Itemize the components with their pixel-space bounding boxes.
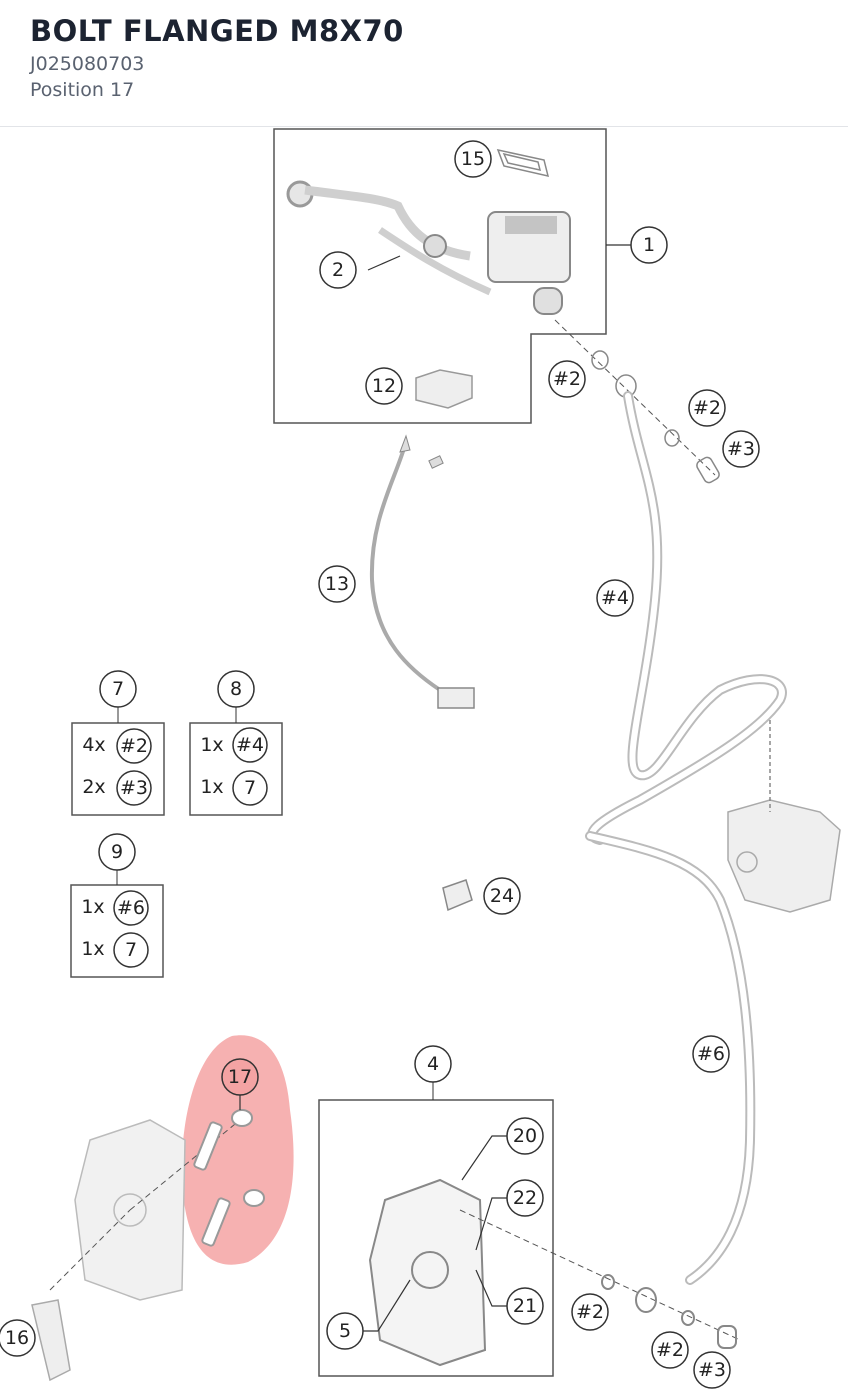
label-2: 2 [332, 259, 344, 281]
kit8-qty2: 1x [200, 776, 223, 798]
callout-h6[interactable] [692, 1035, 730, 1073]
callout-h2b[interactable] [688, 389, 726, 427]
label-h2b: #2 [693, 397, 721, 419]
kit7-ref2-circle[interactable] [116, 770, 152, 806]
selected-part-highlight [181, 1035, 294, 1265]
label-15: 15 [461, 148, 485, 170]
callout-h2a[interactable] [548, 360, 586, 398]
kit9-qty1: 1x [81, 896, 104, 918]
label-8: 8 [230, 678, 242, 700]
callout-22[interactable] [506, 1179, 544, 1217]
group-box-1 [273, 128, 607, 424]
callout-8[interactable] [217, 670, 255, 708]
label-h3a: #3 [727, 438, 755, 460]
kit8-qty1: 1x [200, 734, 223, 756]
kit7-qty1: 4x [82, 734, 105, 756]
kit8-ref2: 7 [244, 777, 256, 799]
label-1: 1 [643, 234, 655, 256]
kit9-ref2: 7 [125, 939, 137, 961]
callout-4[interactable] [414, 1045, 452, 1083]
label-h6: #6 [697, 1043, 725, 1065]
label-13: 13 [325, 573, 349, 595]
callout-12[interactable] [365, 367, 403, 405]
label-22: 22 [513, 1187, 537, 1209]
gasket-part[interactable] [496, 148, 550, 178]
part-title: BOLT FLANGED M8X70 [30, 14, 404, 48]
callout-h4[interactable] [596, 579, 634, 617]
callout-9[interactable] [98, 833, 136, 871]
position-label: Position 17 [30, 79, 135, 101]
callout-16[interactable] [0, 1319, 36, 1357]
label-24: 24 [490, 885, 514, 907]
left-caliper-part [49, 1119, 241, 1301]
callout-h3a[interactable] [722, 430, 760, 468]
label-12: 12 [372, 375, 396, 397]
callout-5[interactable] [326, 1312, 364, 1350]
callout-24[interactable] [483, 877, 521, 915]
kit7-ref1-circle[interactable] [116, 728, 152, 764]
callout-7[interactable] [99, 670, 137, 708]
label-16: 16 [5, 1327, 29, 1349]
group-box-4 [318, 1099, 554, 1377]
clip-part[interactable] [442, 879, 473, 912]
callout-20[interactable] [506, 1117, 544, 1155]
kit7-ref1: #2 [120, 735, 148, 757]
callout-15[interactable] [454, 140, 492, 178]
label-21: 21 [513, 1295, 537, 1317]
right-caliper-part [368, 1178, 741, 1367]
kit7-qty2: 2x [82, 776, 105, 798]
part-number: J025080703 [30, 53, 145, 75]
label-h4: #4 [601, 587, 629, 609]
label-h2d: #2 [656, 1339, 684, 1361]
bracket-part[interactable] [31, 1299, 71, 1382]
kit9-ref1-circle[interactable] [113, 890, 149, 926]
callout-13[interactable] [318, 565, 356, 603]
label-9: 9 [111, 841, 123, 863]
kit7-ref2: #3 [120, 777, 148, 799]
kit8-ref1: #4 [236, 734, 264, 756]
label-h3b: #3 [698, 1359, 726, 1381]
sensor-cable-part[interactable] [369, 444, 442, 692]
label-h2a: #2 [553, 368, 581, 390]
callout-2[interactable] [319, 251, 357, 289]
label-17: 17 [228, 1066, 252, 1088]
diagram-canvas: 1 2 15 12 #2 #2 #3 13 #4 7 8 9 24 #6 4 1… [0, 128, 841, 1389]
label-h2c: #2 [576, 1301, 604, 1323]
bolt-flanged-m8x70[interactable] [193, 1093, 265, 1247]
label-7: 7 [112, 678, 124, 700]
master-cylinder-part[interactable] [286, 180, 571, 315]
callout-h2d[interactable] [651, 1331, 689, 1369]
label-20: 20 [513, 1125, 537, 1147]
kit9-ref1: #6 [117, 897, 145, 919]
switch-part[interactable] [415, 369, 473, 409]
callout-1[interactable] [630, 226, 668, 264]
callout-h3b[interactable] [693, 1351, 731, 1389]
callout-21[interactable] [506, 1287, 544, 1325]
kit9-ref2-circle[interactable] [113, 932, 149, 968]
callout-h2c[interactable] [571, 1293, 609, 1331]
callout-17[interactable] [221, 1058, 259, 1096]
label-4: 4 [427, 1053, 439, 1075]
kit8-ref2-circle[interactable] [232, 770, 268, 806]
abs-unit-part [727, 720, 841, 913]
label-5: 5 [339, 1320, 351, 1342]
kit9-qty2: 1x [81, 938, 104, 960]
exploded-diagram: 1 2 15 12 #2 #2 #3 13 #4 7 8 9 24 #6 4 1… [0, 126, 848, 1390]
part-header: BOLT FLANGED M8X70 J025080703 Position 1… [0, 0, 848, 127]
kit8-ref1-circle[interactable] [232, 727, 268, 763]
